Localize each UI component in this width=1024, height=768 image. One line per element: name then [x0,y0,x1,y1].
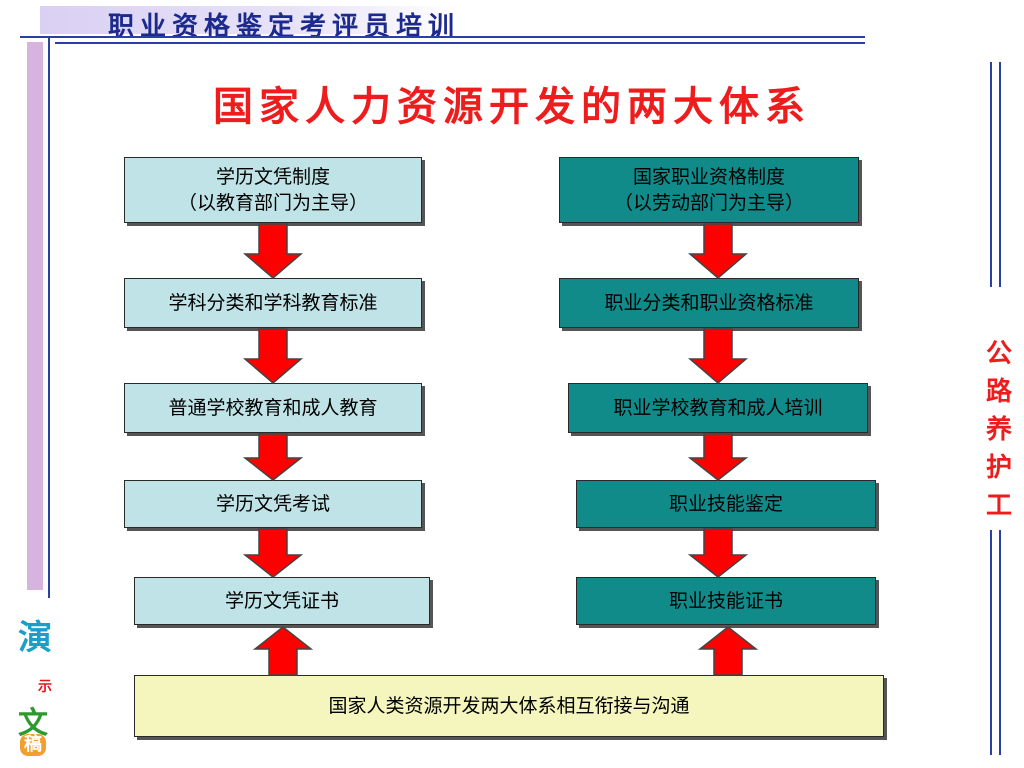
left-box-school-education: 普通学校教育和成人教育 [124,383,422,433]
right-box-qualification-system-line2: （以劳动部门为主导） [613,192,804,214]
arrow-up-svg [697,626,759,676]
logo-char-gao: 稿 [20,734,46,756]
right-rule-top-2 [999,62,1001,287]
logo-char-shi: 示 [38,679,52,695]
left-box-degree-system-line1: 学历文凭制度 [215,166,330,188]
arrow-down-icon [242,328,304,384]
arrow-down-svg [687,223,749,279]
arrow-down-icon [687,433,749,481]
arrow-down-icon [687,223,749,279]
arrow-down-svg [242,223,304,279]
arrow-down-icon [242,528,304,578]
right-box-skill-certificate: 职业技能证书 [576,577,876,625]
header-banner [40,6,460,34]
arrow-down-icon [687,328,749,384]
side-char: 公 [985,339,1012,369]
header-rule-top [20,36,865,38]
left-rule [48,38,50,598]
arrow-down-icon [242,223,304,279]
arrow-down-svg [687,433,749,481]
side-char: 护 [985,453,1012,483]
right-rule-top-1 [990,62,992,287]
left-box-subject-standards: 学科分类和学科教育标准 [124,278,422,328]
arrow-down-svg [687,528,749,578]
left-box-degree-system-line2: （以教育部门为主导） [177,192,368,214]
left-box-degree-exam: 学历文凭考试 [124,480,422,528]
arrow-down-icon [687,528,749,578]
right-rule-bottom-1 [990,530,992,755]
left-accent-bar [27,42,43,590]
left-box-degree-certificate: 学历文凭证书 [134,577,430,625]
arrow-up-icon [252,626,314,676]
right-rule-bottom-2 [999,530,1001,755]
right-box-vocational-training: 职业学校教育和成人培训 [568,383,868,433]
arrow-up-icon [697,626,759,676]
left-box-degree-system: 学历文凭制度 （以教育部门为主导） [124,157,422,223]
side-char: 路 [985,377,1012,407]
arrow-down-svg [242,433,304,481]
arrow-down-svg [242,528,304,578]
arrow-down-svg [687,328,749,384]
header-rule-bottom [55,42,865,44]
side-char: 养 [985,415,1012,445]
arrow-down-svg [242,328,304,384]
right-box-qualification-system: 国家职业资格制度 （以劳动部门为主导） [559,157,859,223]
bottom-box-integration: 国家人类资源开发两大体系相互衔接与沟通 [134,675,884,737]
arrow-up-svg [252,626,314,676]
page-title: 国家人力资源开发的两大体系 [213,83,811,130]
logo-char-yan: 演 [18,618,52,658]
right-box-skill-appraisal: 职业技能鉴定 [576,480,876,528]
arrow-down-icon [242,433,304,481]
right-box-qualification-system-line1: 国家职业资格制度 [632,166,785,188]
right-box-occupation-standards: 职业分类和职业资格标准 [559,278,859,328]
side-label: 公 路 养 护 工 [982,335,1016,525]
side-char: 工 [985,491,1012,521]
